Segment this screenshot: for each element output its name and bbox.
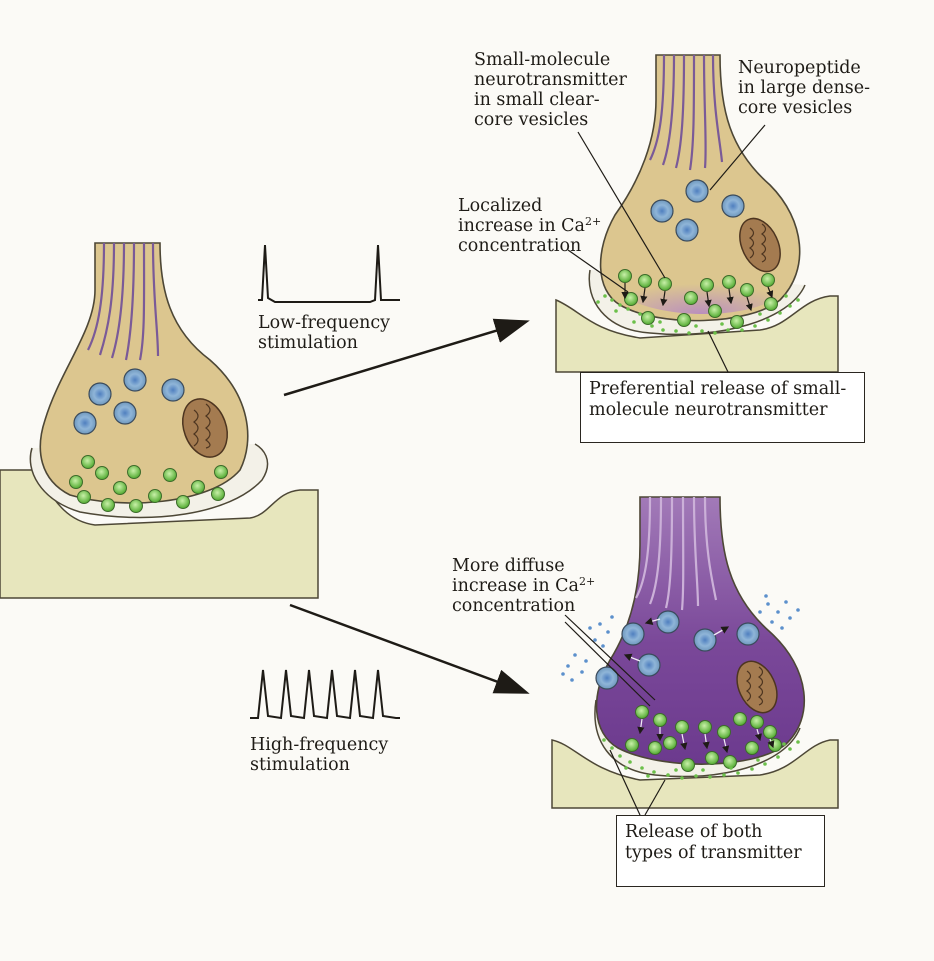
diffuse-calcium-text: More diffuse increase in Ca — [452, 556, 579, 596]
arrow-to-high-frequency-outcome — [289, 603, 530, 694]
leader-both-1 — [609, 749, 641, 816]
resting-terminal — [0, 242, 319, 599]
axon-filaments-top — [649, 54, 724, 171]
calcium-charge-bottom: 2+ — [578, 575, 596, 588]
vesicle-motion-arrows-bottom — [637, 718, 775, 754]
mitochondrion-left — [182, 398, 228, 458]
calcium-charge-top: 2+ — [584, 215, 602, 228]
localized-calcium-label: Localized increase in Ca2+ concentration — [458, 196, 601, 256]
localized-calcium-suffix: concentration — [458, 236, 582, 256]
mitochondrion-top — [739, 217, 781, 273]
leader-diffuse-ca — [564, 614, 656, 701]
peptide-motion-arrows — [623, 617, 730, 662]
vesicle-motion-arrows-top — [621, 283, 774, 312]
released-peptides — [561, 594, 800, 682]
leader-small-molecule — [577, 131, 666, 279]
leader-preferential-1 — [707, 330, 729, 373]
diffuse-calcium-suffix: concentration — [452, 596, 576, 616]
small-vesicles-top — [618, 269, 778, 329]
small-vesicles-bottom — [625, 705, 782, 772]
leader-diffuse-ca-2 — [564, 621, 651, 707]
calcium-zone-top — [615, 263, 785, 314]
axon-filaments-left — [87, 242, 160, 361]
low-frequency-label: Low-frequency stimulation — [258, 313, 391, 353]
postsynaptic-cell-bottom — [551, 739, 839, 809]
released-transmitter-bottom — [602, 738, 800, 780]
low-frequency-waveform — [258, 244, 400, 303]
released-transmitter-top — [596, 294, 800, 335]
arrow-to-low-frequency-outcome — [283, 318, 530, 397]
diffuse-calcium-label: More diffuse increase in Ca2+ concentrat… — [452, 556, 595, 616]
preferential-release-box: Preferential release of small- molecule … — [580, 372, 865, 443]
large-vesicles-bottom — [595, 610, 760, 690]
localized-calcium-text: Localized increase in Ca — [458, 196, 585, 236]
large-vesicles-left — [73, 368, 185, 435]
small-molecule-label: Small-molecule neurotransmitter in small… — [474, 50, 627, 130]
neuropeptide-label: Neuropeptide in large dense- core vesicl… — [738, 58, 871, 118]
high-frequency-waveform — [250, 669, 400, 720]
large-vesicles-top — [650, 179, 745, 242]
mitochondrion-bottom — [736, 660, 778, 714]
leader-localized-ca — [567, 249, 629, 293]
leader-both-2 — [644, 779, 666, 816]
postsynaptic-cell-top — [555, 295, 839, 373]
leader-lines — [564, 124, 766, 816]
small-vesicles-left — [69, 455, 228, 513]
both-release-box: Release of both types of transmitter — [616, 815, 825, 887]
high-frequency-terminal — [551, 496, 839, 809]
high-frequency-label: High-frequency stimulation — [250, 735, 389, 775]
leader-neuropeptide — [709, 124, 766, 191]
axon-filaments-bottom — [635, 496, 718, 611]
